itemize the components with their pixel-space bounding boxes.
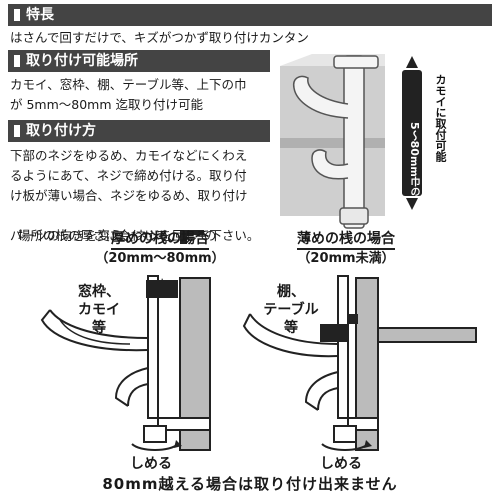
features-heading: 特長 <box>8 4 492 26</box>
thick-label-3: 等 <box>92 320 106 336</box>
features-heading-text: 特長 <box>26 7 54 23</box>
thick-label-2: カモイ <box>78 302 120 318</box>
thick-diagram-title: 厚めの桟の場合 <box>100 230 220 250</box>
thin-diagram-range: （20mm未満） <box>297 251 395 266</box>
thin-mount-diagram <box>242 275 477 451</box>
thin-label-2: テーブル <box>263 302 319 318</box>
thick-mount-diagram <box>40 275 211 451</box>
thin-tighten-label: しめる <box>320 456 362 472</box>
mountable-heading-text: 取り付け可能場所 <box>26 53 138 69</box>
mountable-line-2: が 5mm～80mm 迄取り付け可能 <box>10 97 204 112</box>
howto-line-5: パーツの向きを変え、ネジを回して下さい。 <box>10 228 260 243</box>
thin-title-text: 薄めの桟の場合 <box>297 230 395 250</box>
thick-title-text: 厚めの桟の場合 <box>111 230 209 250</box>
features-text: はさんで回すだけで、キズがつかず取り付けカンタン <box>10 30 309 45</box>
thin-label-3: 等 <box>284 320 298 336</box>
howto-line-1: 下部のネジをゆるめ、カモイなどにくわえ <box>10 148 248 163</box>
dimension-callout-text: カモイに取付可能 <box>434 74 447 162</box>
dimension-callout-range: 5～80 <box>408 122 421 156</box>
thin-label-1: 棚、 <box>277 284 305 300</box>
thick-diagram-range: （20mm～80mm） <box>95 251 225 266</box>
howto-heading: 取り付け方 <box>8 120 270 142</box>
dimension-callout-unit: mm巾の <box>408 156 419 197</box>
product-illustration: 5～80 mm巾の カモイに取付可能 <box>272 48 496 238</box>
howto-line-4-text: 場所の栈の厚さに合わせて、 <box>17 228 180 243</box>
mountable-heading: 取り付け可能場所 <box>8 50 270 72</box>
mountable-line-1: カモイ、窓枠、棚、テーブル等、上下の巾 <box>10 77 247 92</box>
part-symbol-icon <box>179 229 204 244</box>
howto-line-3: け板が薄い場合、ネジをゆるめ、取り付け <box>10 188 248 203</box>
howto-line-4-suffix: の <box>203 228 217 243</box>
howto-line-4: 場所の栈の厚さに合わせて、 の <box>10 206 216 246</box>
footer-note: 80mm越える場合は取り付け出来ません <box>102 475 398 493</box>
thick-tighten-label: しめる <box>130 456 172 472</box>
howto-heading-text: 取り付け方 <box>26 123 96 139</box>
howto-line-2: るようにあて、ネジで締め付ける。取り付 <box>10 168 247 183</box>
thick-label-1: 窓枠、 <box>78 284 120 300</box>
hook-photo-drawing <box>280 54 422 229</box>
thin-diagram-title: 薄めの桟の場合 <box>286 230 406 250</box>
